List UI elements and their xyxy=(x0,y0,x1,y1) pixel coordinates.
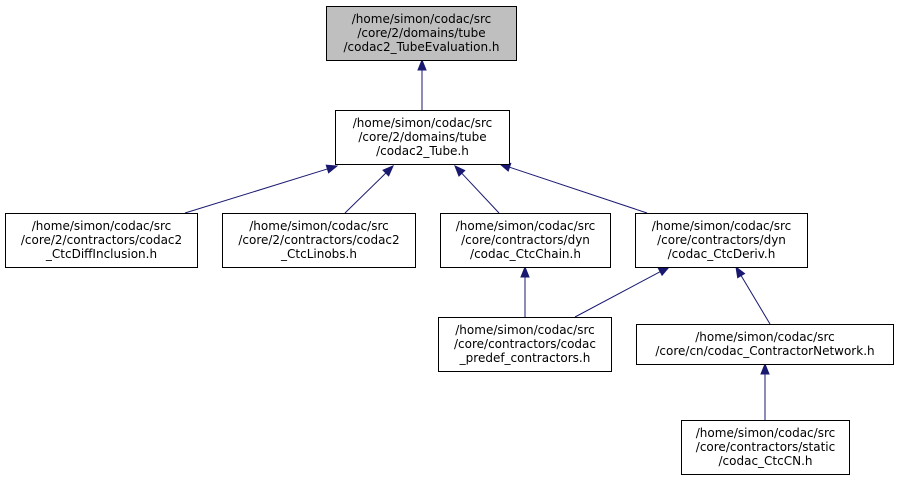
edge-line xyxy=(740,275,771,325)
edge-cn-to-deriv xyxy=(735,265,771,325)
node-box xyxy=(440,213,611,268)
node-label-line: /home/simon/codac/src xyxy=(352,12,491,26)
edge-predef-to-deriv xyxy=(574,266,671,318)
node-box xyxy=(5,213,198,268)
edges-layer xyxy=(184,58,771,420)
node-label-line: /home/simon/codac/src xyxy=(695,330,834,344)
arrowhead xyxy=(417,58,427,71)
node-box xyxy=(326,6,517,61)
node-label-line: /home/simon/codac/src xyxy=(456,219,595,233)
node-label-line: /home/simon/codac/src xyxy=(353,116,492,130)
node-label-line: /home/simon/codac/src xyxy=(696,426,835,440)
node-chain[interactable]: /home/simon/codac/src/core/contractors/d… xyxy=(440,213,611,268)
edge-line xyxy=(184,168,328,214)
edge-line xyxy=(461,172,500,214)
node-label-line: /core/2/domains/tube xyxy=(357,26,485,40)
node-label-line: /core/contractors/static xyxy=(696,440,835,454)
node-deriv[interactable]: /home/simon/codac/src/core/contractors/d… xyxy=(635,213,808,268)
node-linobs[interactable]: /home/simon/codac/src/core/2/contractors… xyxy=(222,213,416,268)
node-tube[interactable]: /home/simon/codac/src/core/2/domains/tub… xyxy=(335,110,510,165)
node-label-line: /core/contractors/dyn xyxy=(657,233,786,247)
edge-line xyxy=(574,271,661,318)
node-box xyxy=(438,317,612,372)
arrowhead xyxy=(520,265,530,278)
node-label-line: /core/2/contractors/codac2 xyxy=(238,233,399,247)
arrowhead xyxy=(657,266,671,277)
node-predef[interactable]: /home/simon/codac/src/core/contractors/c… xyxy=(438,317,612,372)
node-box xyxy=(636,324,894,365)
node-label-line: /home/simon/codac/src xyxy=(249,219,388,233)
node-label-line: /core/2/domains/tube xyxy=(358,130,486,144)
node-label-line: _CtcLinobs.h xyxy=(280,247,357,261)
node-label-line: /codac2_Tube.h xyxy=(376,144,469,158)
node-label-line: /codac2_TubeEvaluation.h xyxy=(343,40,499,54)
edge-predef-to-chain xyxy=(520,265,530,317)
node-diffincl[interactable]: /home/simon/codac/src/core/2/contractors… xyxy=(5,213,198,268)
edge-line xyxy=(509,166,648,214)
arrowhead xyxy=(454,165,466,177)
node-box xyxy=(222,213,416,268)
node-ctccn[interactable]: /home/simon/codac/src/core/contractors/s… xyxy=(681,420,850,475)
node-label-line: /home/simon/codac/src xyxy=(652,219,791,233)
edge-line xyxy=(344,172,387,214)
node-box xyxy=(681,420,850,475)
arrowhead xyxy=(325,164,339,174)
node-box xyxy=(635,213,808,268)
node-label-line: /core/cn/codac_ContractorNetwork.h xyxy=(655,344,874,358)
node-label-line: /home/simon/codac/src xyxy=(32,219,171,233)
node-tubeeval[interactable]: /home/simon/codac/src/core/2/domains/tub… xyxy=(326,6,517,61)
node-label-line: /core/contractors/dyn xyxy=(461,233,590,247)
node-label-line: /codac_CtcCN.h xyxy=(718,454,812,468)
edge-diffincl-to-tube xyxy=(184,164,339,214)
nodes-layer: /home/simon/codac/src/core/2/domains/tub… xyxy=(5,6,894,475)
arrowhead xyxy=(735,265,746,279)
edge-linobs-to-tube xyxy=(344,165,394,214)
arrowhead xyxy=(382,165,394,177)
node-label-line: /codac_CtcDeriv.h xyxy=(668,247,776,261)
edge-deriv-to-tube xyxy=(498,162,648,214)
node-label-line: /core/contractors/codac xyxy=(454,337,596,351)
edge-tube-to-tubeeval xyxy=(417,58,427,110)
node-label-line: /codac_CtcChain.h xyxy=(470,247,581,261)
arrowhead xyxy=(760,362,770,375)
node-label-line: /home/simon/codac/src xyxy=(455,323,594,337)
node-cn[interactable]: /home/simon/codac/src/core/cn/codac_Cont… xyxy=(636,324,894,365)
edge-ctccn-to-cn xyxy=(760,362,770,420)
node-label-line: _CtcDiffInclusion.h xyxy=(45,247,157,261)
node-box xyxy=(335,110,510,165)
edge-chain-to-tube xyxy=(454,165,500,214)
node-label-line: _predef_contractors.h xyxy=(459,351,591,365)
node-label-line: /core/2/contractors/codac2 xyxy=(21,233,182,247)
